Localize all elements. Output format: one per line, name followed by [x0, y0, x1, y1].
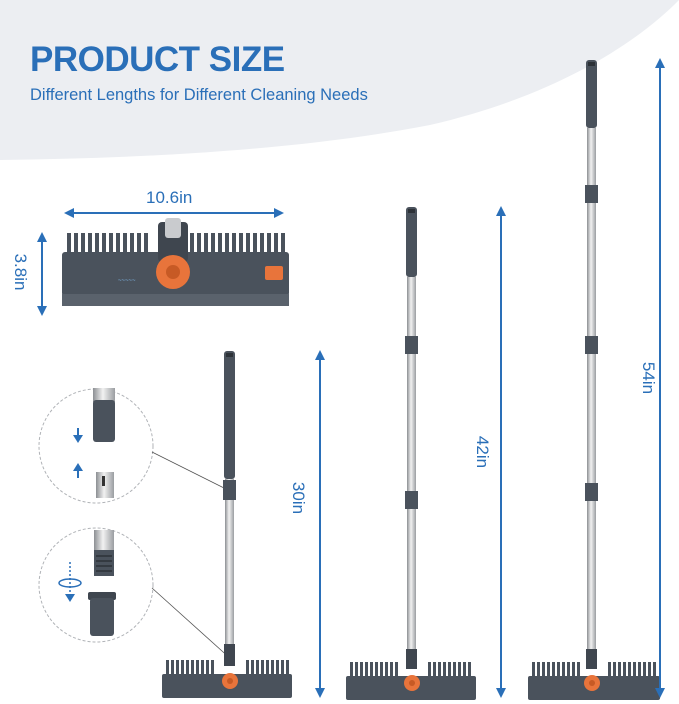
arrow-down-icon: [73, 428, 83, 443]
zoom-detail-top: [38, 388, 225, 504]
head-width-arrow: [64, 208, 284, 218]
length-label-42: 42in: [473, 435, 492, 469]
broom-short: [162, 351, 292, 698]
page-title: PRODUCT SIZE: [30, 40, 285, 79]
broom-head-detail: ~~~~~: [62, 218, 289, 306]
rotate-icon: [58, 562, 82, 602]
broom-medium: [346, 207, 476, 700]
length-arrow-30: [315, 350, 325, 698]
arrow-up-icon: [73, 463, 83, 478]
zoom-detail-bottom: [38, 527, 233, 661]
length-label-54: 54in: [639, 361, 658, 395]
head-height-label: 3.8in: [11, 253, 30, 291]
length-arrow-54: [655, 58, 665, 698]
broom-long: [528, 60, 660, 700]
length-arrow-42: [496, 206, 506, 698]
page-subtitle: Different Lengths for Different Cleaning…: [30, 86, 368, 104]
head-height-arrow: [37, 232, 47, 316]
svg-text:~~~~~: ~~~~~: [118, 278, 136, 284]
length-label-30: 30in: [289, 481, 308, 515]
head-width-label: 10.6in: [146, 188, 193, 207]
